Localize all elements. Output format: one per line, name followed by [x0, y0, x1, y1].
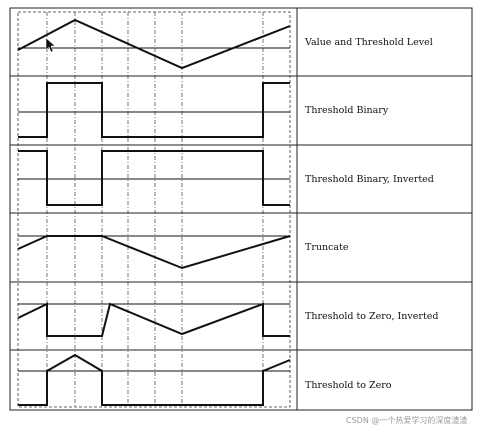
- row-value-threshold-plot: [17, 18, 291, 70]
- binary-signal: [18, 82, 290, 138]
- truncate-signal: [17, 235, 291, 270]
- row-label: Threshold to Zero: [305, 380, 392, 391]
- diagram-outer-frame: [9, 7, 473, 411]
- binary-inverted-signal: [18, 150, 290, 206]
- row-threshold-binary-inverted-plot: [18, 150, 290, 206]
- row-label: Threshold Binary, Inverted: [305, 174, 434, 185]
- row-threshold-to-zero-plot: [18, 353, 291, 406]
- row-truncate-plot: [17, 235, 291, 270]
- watermark: CSDN @一个热爱学习的深度渣渣: [346, 415, 467, 425]
- arrow-cursor-icon: [45, 37, 56, 53]
- row-label: Threshold to Zero, Inverted: [305, 311, 438, 322]
- row-threshold-binary-plot: [18, 82, 290, 138]
- row-label: Threshold Binary: [305, 105, 389, 116]
- value-signal: [17, 18, 291, 70]
- to-zero-signal: [18, 353, 291, 406]
- row-separators: [10, 75, 472, 351]
- row-label: Truncate: [305, 242, 349, 253]
- row-threshold-to-zero-inverted-plot: [17, 302, 290, 337]
- vertical-guides: [46, 12, 264, 407]
- plot-area-frame: [17, 11, 291, 408]
- row-labels: Value and Threshold Level Threshold Bina…: [304, 37, 438, 391]
- to-zero-inverted-signal: [17, 302, 290, 337]
- row-label: Value and Threshold Level: [304, 37, 433, 48]
